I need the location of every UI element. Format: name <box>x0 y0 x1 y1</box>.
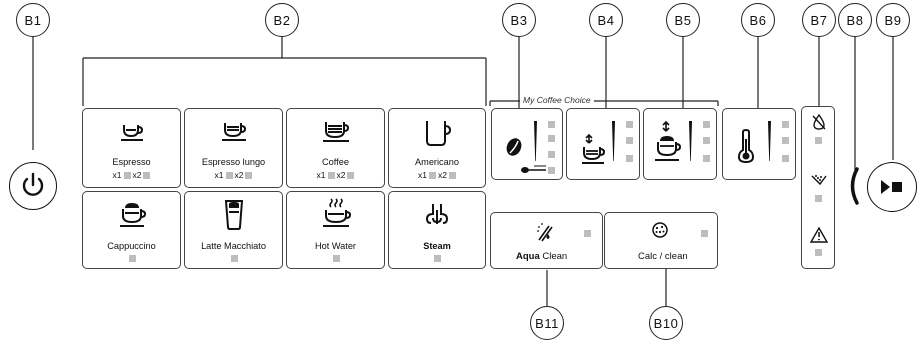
callout-b1: B1 <box>16 3 50 37</box>
cappuccino-indicator <box>129 255 136 262</box>
water-alert-indicator <box>815 137 822 144</box>
aqua-clean-label: Aqua Clean <box>516 251 567 262</box>
calc-clean-icon <box>652 222 668 238</box>
warning-icon <box>810 227 828 243</box>
coffee-cup-icon <box>322 122 349 142</box>
callout-b3: B3 <box>502 3 536 37</box>
milk-level-2 <box>703 137 710 144</box>
milk-bar <box>689 121 692 161</box>
coffee-volume-icon <box>582 133 606 164</box>
ground-coffee-spoon-icon <box>521 165 546 173</box>
no-water-icon <box>812 113 826 130</box>
steam-indicator <box>434 255 441 262</box>
aqua-clean-filter-icon <box>537 223 553 242</box>
callout-b8: B8 <box>838 3 872 37</box>
steam-button[interactable]: Steam <box>388 191 486 269</box>
power-icon <box>22 172 44 196</box>
play-stop-icon <box>881 180 902 194</box>
calc-clean-label: Calc / clean <box>638 251 688 262</box>
aqua-clean-indicator <box>584 230 591 237</box>
milk-level-1 <box>703 155 710 162</box>
callout-b9: B9 <box>876 3 910 37</box>
coffee-label: Coffee <box>322 157 349 167</box>
alert-icons-panel <box>801 106 835 269</box>
espresso-lungo-cup-icon <box>221 123 246 141</box>
coffee-volume-button[interactable] <box>566 108 640 180</box>
grounds-container-icon <box>811 175 827 186</box>
latte-macchiato-glass-icon <box>224 200 243 230</box>
callout-b7: B7 <box>802 3 836 37</box>
calc-clean-button[interactable]: Calc / clean <box>604 212 718 269</box>
latte-macchiato-button[interactable]: Latte Macchiato <box>184 191 283 269</box>
cappuccino-button[interactable]: Cappuccino <box>82 191 181 269</box>
strength-bar <box>534 121 537 161</box>
temperature-level-1 <box>782 155 789 162</box>
steam-icon <box>425 204 449 224</box>
coffee-bean-icon <box>506 138 522 156</box>
espresso-cup-icon <box>120 125 143 141</box>
hot-water-indicator <box>333 255 340 262</box>
volume-level-3 <box>626 121 633 128</box>
grounds-alert-indicator <box>815 195 822 202</box>
warning-alert-indicator <box>815 249 822 256</box>
latte-macchiato-label: Latte Macchiato <box>201 241 266 251</box>
cappuccino-cup-icon <box>119 203 146 227</box>
aroma-strength-button[interactable] <box>491 108 563 180</box>
milk-volume-icon <box>655 121 682 161</box>
espresso-lungo-label: Espresso lungo <box>201 157 266 167</box>
ground-coffee-indicator <box>548 167 555 174</box>
volume-bar <box>612 121 615 161</box>
steam-label: Steam <box>423 241 451 251</box>
americano-label: Americano <box>415 157 459 167</box>
americano-mug-icon <box>426 121 452 146</box>
temperature-level-3 <box>782 121 789 128</box>
milk-volume-button[interactable] <box>643 108 717 180</box>
aroma-level-3 <box>548 121 555 128</box>
power-button[interactable] <box>9 162 57 210</box>
aroma-level-2 <box>548 135 555 142</box>
callout-b2: B2 <box>265 3 299 37</box>
hot-water-button[interactable]: Hot Water <box>286 191 385 269</box>
callout-b5: B5 <box>666 3 700 37</box>
hot-water-cup-icon <box>322 198 351 227</box>
calc-clean-indicator <box>701 230 708 237</box>
callout-b10: B10 <box>649 306 683 340</box>
aroma-level-1 <box>548 151 555 158</box>
temperature-bar <box>768 121 771 161</box>
start-stop-light-icon <box>850 167 859 205</box>
milk-level-3 <box>703 121 710 128</box>
espresso-label: Espresso <box>112 157 151 167</box>
hot-water-label: Hot Water <box>314 241 356 251</box>
aqua-clean-button[interactable]: Aqua Clean <box>490 212 603 269</box>
volume-level-1 <box>626 155 633 162</box>
thermometer-icon <box>738 129 754 163</box>
callout-b6: B6 <box>741 3 775 37</box>
temperature-level-2 <box>782 137 789 144</box>
callout-b4: B4 <box>589 3 623 37</box>
start-stop-button[interactable] <box>867 162 917 212</box>
aqua-clean-label-rest: Clean <box>539 251 568 262</box>
callout-b11: B11 <box>530 306 564 340</box>
volume-level-2 <box>626 137 633 144</box>
my-coffee-choice-label: My Coffee Choice <box>520 95 594 105</box>
latte-macchiato-indicator <box>231 255 238 262</box>
cappuccino-label: Cappuccino <box>107 241 156 251</box>
temperature-button[interactable] <box>722 108 796 180</box>
aqua-clean-label-bold: Aqua <box>516 251 540 262</box>
